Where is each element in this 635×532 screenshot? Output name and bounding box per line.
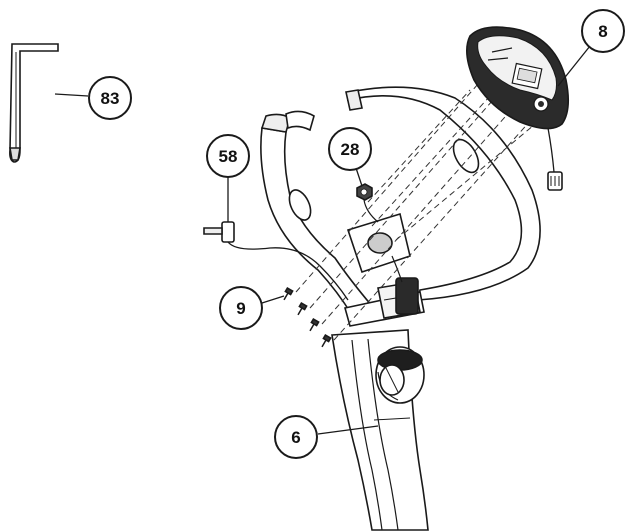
callout-label-9: 9 <box>236 299 245 318</box>
allen-key <box>9 43 59 163</box>
callout-8: 8 <box>581 9 625 53</box>
callout-label-8: 8 <box>598 22 607 41</box>
callout-label-83: 83 <box>101 89 120 108</box>
callout-6: 6 <box>274 415 318 459</box>
leader-line-6 <box>317 425 379 435</box>
cable <box>203 221 349 301</box>
console-bracket <box>346 212 411 283</box>
leader-line-8 <box>557 45 591 87</box>
callout-28: 28 <box>328 127 372 171</box>
callout-label-28: 28 <box>341 140 360 159</box>
handlebar-clamp <box>377 277 421 319</box>
leader-line-83 <box>54 93 89 97</box>
callout-9: 9 <box>219 286 263 330</box>
screws <box>283 286 332 348</box>
nut <box>356 183 379 223</box>
console <box>466 26 570 191</box>
leader-line-28 <box>355 167 363 187</box>
callout-58: 58 <box>206 134 250 178</box>
tension-knob <box>375 346 425 404</box>
handlebar <box>260 86 541 327</box>
assembly-guide-lines <box>295 83 541 341</box>
callout-label-58: 58 <box>219 147 238 166</box>
callout-83: 83 <box>88 76 132 120</box>
callout-label-6: 6 <box>291 428 300 447</box>
leader-line-9 <box>261 295 285 304</box>
